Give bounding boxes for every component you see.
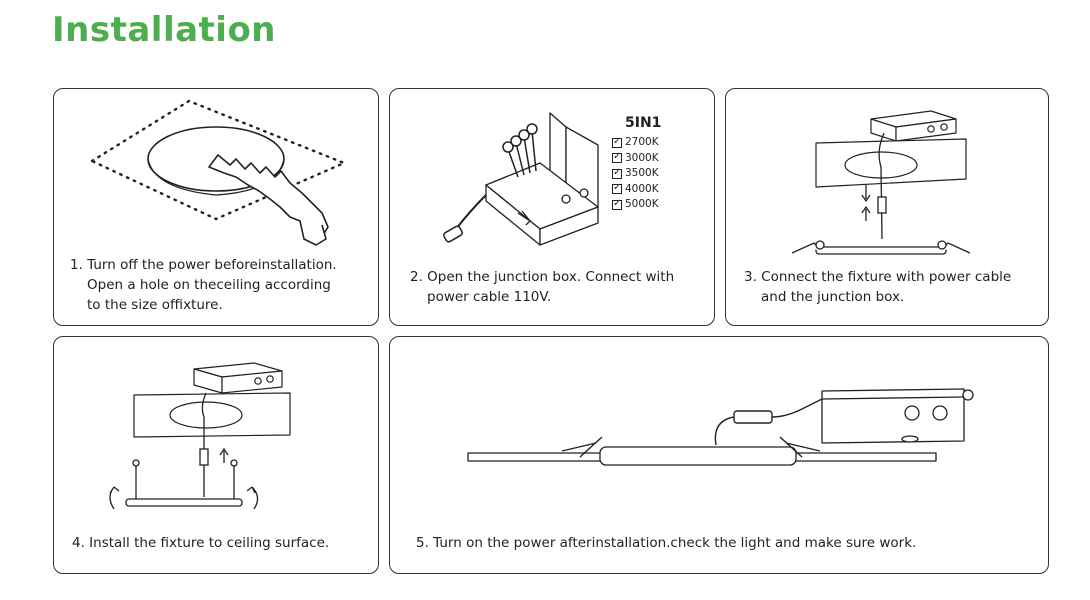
- step-card-3: 3. Connect the fixture with power cable …: [725, 88, 1049, 326]
- rotate-arrow-icon: [246, 486, 259, 510]
- cct-option-label: 3500K: [625, 167, 659, 179]
- step-5-line-1: 5. Turn on the power afterinstallation.c…: [416, 535, 917, 551]
- step-2-caption: 2. Open the junction box. Connect with p…: [410, 267, 674, 307]
- step-card-4: 4. Install the fixture to ceiling surfac…: [53, 336, 379, 574]
- arrow-icon: [861, 185, 871, 203]
- checkbox-icon: [612, 165, 622, 180]
- step-4-caption: 4. Install the fixture to ceiling surfac…: [72, 533, 329, 553]
- cct-option-label: 2700K: [625, 136, 659, 148]
- step-1-line-1: 1. Turn off the power beforeinstallation…: [70, 257, 337, 273]
- cct-title: 5IN1: [625, 115, 662, 131]
- junction-box-illustration: [443, 112, 599, 246]
- step-1-line-3: to the size offixture.: [87, 297, 223, 313]
- step-5-caption: 5. Turn on the power afterinstallation.c…: [416, 533, 916, 553]
- cct-option: 3500K: [612, 165, 659, 182]
- junction-box-icon: [821, 388, 965, 444]
- wire-connector-icon: [733, 410, 773, 424]
- step-card-1: 1. Turn off the power beforeinstallation…: [53, 88, 379, 326]
- connect-fixture-illustration: [791, 110, 971, 255]
- step-3-line-2: and the junction box.: [761, 289, 905, 305]
- step-3-caption: 3. Connect the fixture with power cable …: [744, 267, 1011, 307]
- checkbox-icon: [612, 149, 622, 165]
- arrow-icon: [861, 205, 871, 221]
- cct-option: 4000K: [612, 180, 659, 198]
- rotate-arrow-icon: [109, 486, 120, 510]
- step-card-2: 5IN1 2700K 3000K 3500K 4000K 5000K 2. Op…: [389, 88, 715, 326]
- step-2-line-2: power cable 110V.: [427, 289, 552, 305]
- cut-hole-illustration: [89, 99, 348, 246]
- checkbox-icon: [612, 180, 622, 196]
- cct-option: 3000K: [612, 149, 659, 167]
- step-1-line-2: Open a hole on theceiling according: [87, 277, 331, 293]
- step-1-caption: 1. Turn off the power beforeinstallation…: [70, 255, 337, 315]
- step-2-line-1: 2. Open the junction box. Connect with: [410, 269, 675, 285]
- step-3-line-1: 3. Connect the fixture with power cable: [744, 269, 1012, 285]
- wire-connector-icon: [443, 123, 538, 243]
- light-fixture-icon: [791, 240, 971, 255]
- saw-icon: [208, 154, 329, 246]
- power-on-illustration: [467, 388, 974, 466]
- junction-box-icon: [485, 112, 599, 246]
- checkbox-icon: [612, 134, 622, 149]
- cct-option: 2700K: [612, 134, 659, 151]
- cct-option-label: 3000K: [625, 151, 659, 164]
- checkbox-icon: [612, 196, 622, 211]
- arrow-icon: [219, 447, 229, 463]
- install-fixture-illustration: [109, 362, 291, 510]
- step-4-line-1: 4. Install the fixture to ceiling surfac…: [72, 535, 330, 551]
- cct-option-label: 5000K: [625, 198, 659, 210]
- cct-option: 5000K: [612, 196, 659, 213]
- light-fixture-icon: [125, 459, 243, 507]
- cct-option-label: 4000K: [625, 182, 659, 195]
- page-title: Installation: [52, 10, 277, 50]
- light-fixture-icon: [599, 446, 797, 466]
- cct-options: 2700K 3000K 3500K 4000K 5000K: [612, 134, 659, 213]
- step-card-5: 5. Turn on the power afterinstallation.c…: [389, 336, 1049, 574]
